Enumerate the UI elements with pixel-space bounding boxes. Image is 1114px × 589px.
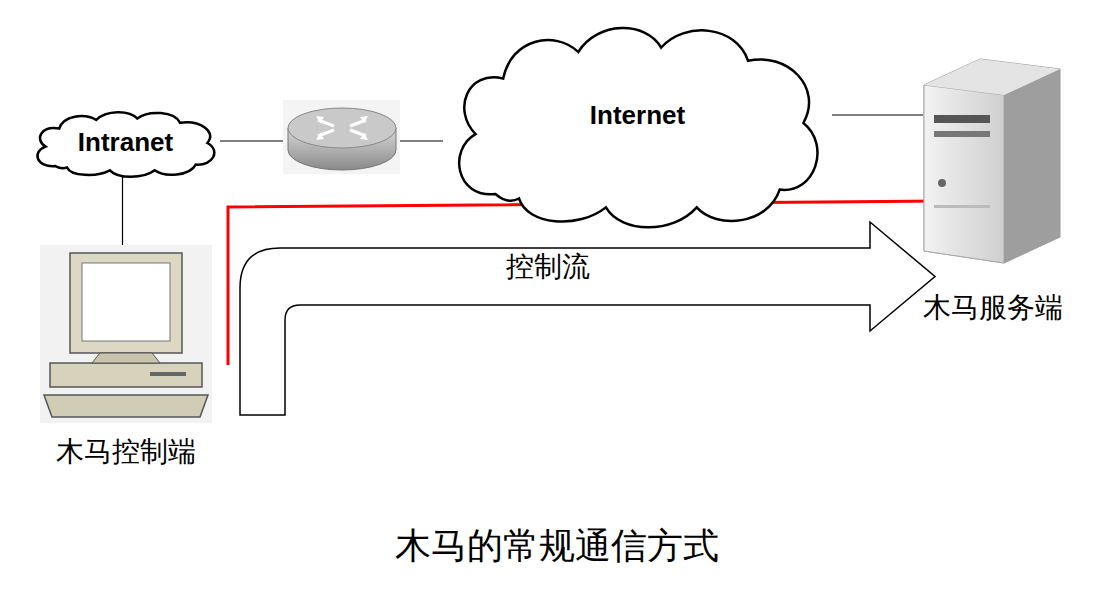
network-link bbox=[832, 114, 923, 115]
internet-cloud: Internet bbox=[440, 12, 835, 234]
intranet-cloud: Intranet bbox=[28, 107, 223, 179]
flow-label: 控制流 bbox=[504, 248, 592, 286]
server-icon: 木马服务端 bbox=[920, 55, 1065, 267]
computer-icon: 木马控制端 bbox=[40, 245, 212, 423]
network-label: Intranet bbox=[28, 127, 223, 158]
figure-caption: 木马的常规通信方式 bbox=[0, 522, 1114, 571]
pc-outline bbox=[40, 245, 212, 423]
network-label: Internet bbox=[440, 100, 835, 131]
host-label: 木马控制端 bbox=[56, 433, 196, 471]
host-label: 木马服务端 bbox=[923, 289, 1063, 327]
control-flow-arrow bbox=[240, 222, 935, 415]
server-outline bbox=[920, 55, 1065, 267]
network-link bbox=[122, 175, 123, 245]
